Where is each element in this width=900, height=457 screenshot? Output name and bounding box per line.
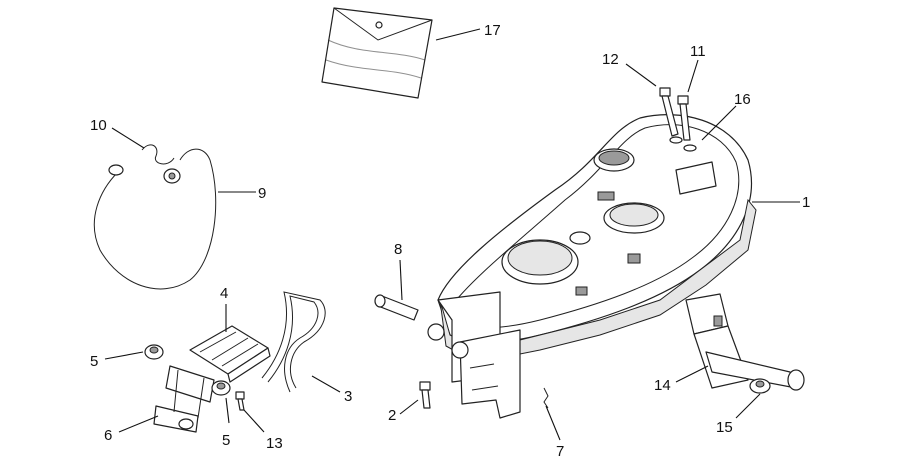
callout-15: 15	[716, 419, 733, 436]
callout-6: 6	[104, 427, 112, 444]
part-2-screw	[419, 381, 431, 409]
part-3-handle	[261, 291, 326, 393]
callout-8: 8	[394, 241, 402, 258]
callout-13: 13	[266, 435, 283, 452]
part-15-nut	[749, 378, 771, 394]
callout-12: 12	[602, 51, 619, 68]
callout-1: 1	[802, 194, 810, 211]
part-10-spring-clip	[141, 144, 181, 184]
part-8-pin	[374, 294, 419, 321]
part-6-hinge-block	[153, 365, 215, 433]
callout-9: 9	[258, 185, 266, 202]
callout-5-left: 5	[90, 353, 98, 370]
callout-3: 3	[344, 388, 352, 405]
callout-2: 2	[388, 407, 396, 424]
part-1-main-body	[437, 114, 757, 359]
part-12-screw	[659, 87, 679, 137]
part-5-bushing-right	[211, 380, 231, 396]
part-5-bushing-left	[144, 344, 164, 360]
callout-labels: 17 1 2 3 4 5 5 6 7 8 9 10 11 12 13 14 15…	[90, 22, 810, 457]
part-14-support-bracket	[685, 293, 805, 391]
part-9-cable	[93, 148, 217, 290]
part-13-screw	[235, 391, 245, 411]
callout-14: 14	[654, 377, 671, 394]
callout-7: 7	[556, 443, 564, 457]
callout-11: 11	[690, 43, 706, 60]
leader-lines	[104, 28, 800, 441]
callout-5-right: 5	[222, 432, 230, 449]
hinge-bracket	[427, 291, 521, 419]
callout-17: 17	[484, 22, 501, 39]
part-4-hinge-plate	[189, 325, 271, 383]
part-17-pouch	[321, 7, 433, 99]
part-11-screw	[677, 95, 691, 141]
part-16-washer	[669, 136, 697, 152]
callout-16: 16	[734, 91, 751, 108]
callout-4: 4	[220, 285, 228, 302]
callout-10: 10	[90, 117, 107, 134]
part-7-clip	[543, 387, 549, 409]
